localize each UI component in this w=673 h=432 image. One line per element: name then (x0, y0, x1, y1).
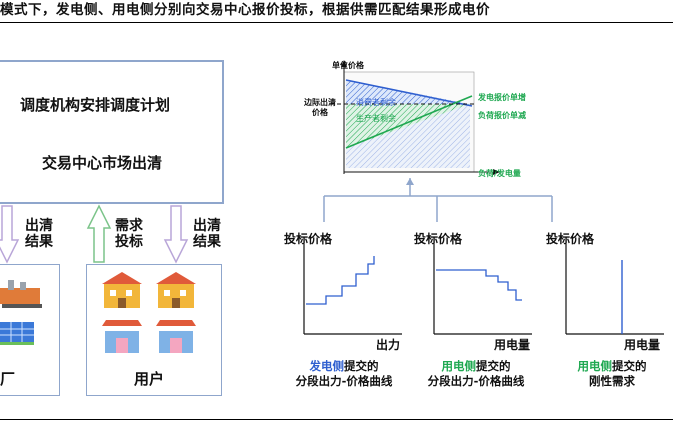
panel2-caption: 用电侧提交的 分段出力-价格曲线 (416, 359, 536, 389)
bottom-rule (0, 419, 673, 420)
demand-step-curve (436, 270, 522, 300)
panel2-x-label: 用电量 (494, 336, 530, 353)
building-icon (102, 272, 142, 308)
arrow1-label: 出清结果 (22, 218, 56, 250)
building-icon (156, 272, 196, 308)
arrow3-label: 出清结果 (190, 218, 224, 250)
producer-surplus-label: 生产者剩余 (356, 113, 396, 124)
dispatch-plan-text: 调度机构安排调度计划 (20, 94, 170, 115)
bid-curves (296, 244, 666, 344)
arrow2-label: 需求投标 (112, 218, 146, 250)
demand-legend: 负荷报价单减 (478, 110, 526, 121)
panel1-x-label: 出力 (376, 336, 400, 353)
solar-panel-icon (0, 322, 34, 345)
panel3-caption: 用电侧提交的 刚性需求 (562, 359, 662, 389)
figure-caption: 模式下，发电侧、用电侧分别向交易中心报价投标，根据供需匹配结果形成电价 (0, 0, 673, 22)
factory-icon (0, 280, 42, 308)
user-icons (100, 270, 210, 360)
shop-icon (102, 320, 142, 353)
arrow-down-icon (0, 206, 18, 262)
plant-label: 厂 (0, 368, 15, 389)
panel1-caption: 发电侧提交的 分段出力-价格曲线 (284, 359, 404, 389)
top-y-label: 单位价格 (332, 60, 364, 71)
arrow-down-icon (165, 206, 187, 262)
supply-legend: 发电报价单增 (478, 92, 526, 103)
plant-icons (0, 278, 56, 350)
shop-icon (156, 320, 196, 353)
user-label: 用户 (134, 368, 164, 389)
connector-tree (320, 178, 560, 223)
margin-price-label: 边际出清价格 (304, 98, 336, 118)
arrow-up-icon (88, 206, 110, 262)
consumer-surplus-label: 消费者剩余 (356, 97, 396, 108)
panel3-x-label: 用电量 (624, 336, 660, 353)
market-clearing-text: 交易中心市场出清 (42, 152, 162, 173)
dispatch-box (0, 60, 224, 204)
supply-step-curve (306, 256, 374, 304)
caption-rule (0, 22, 673, 23)
